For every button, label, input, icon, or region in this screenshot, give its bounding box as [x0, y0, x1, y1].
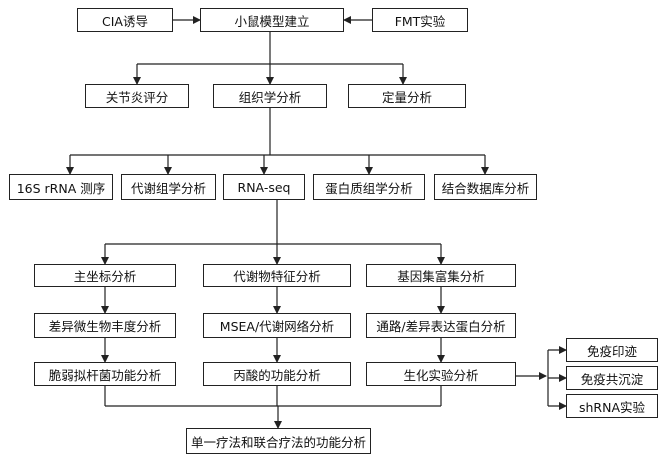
- node-msea-network: MSEA/代谢网络分析: [203, 313, 351, 338]
- node-final-therapy-analysis: 单一疗法和联合疗法的功能分析: [186, 428, 371, 454]
- node-pathway-protein: 通路/差异表达蛋白分析: [366, 313, 516, 338]
- node-western-blot: 免疫印迹: [566, 338, 658, 362]
- node-rna-seq: RNA-seq: [223, 174, 305, 200]
- node-histology: 组织学分析: [213, 84, 327, 108]
- node-quantitative: 定量分析: [348, 84, 466, 108]
- node-metabolomics: 代谢组学分析: [121, 174, 216, 200]
- node-16s-sequencing: 16S rRNA 测序: [9, 174, 113, 200]
- node-shrna-experiment: shRNA实验: [566, 394, 658, 418]
- node-cia-induction: CIA诱导: [77, 8, 173, 32]
- node-proteomics: 蛋白质组学分析: [313, 174, 425, 200]
- node-combined-database: 结合数据库分析: [434, 174, 537, 200]
- node-propionate-function: 丙酸的功能分析: [203, 362, 351, 386]
- node-metabolite-features: 代谢物特征分析: [203, 264, 351, 287]
- node-bacteroides-function: 脆弱拟杆菌功能分析: [34, 362, 176, 386]
- node-mouse-model: 小鼠模型建立: [200, 8, 344, 32]
- node-differential-abundance: 差异微生物丰度分析: [34, 313, 176, 338]
- node-pcoa: 主坐标分析: [34, 264, 176, 287]
- node-co-ip: 免疫共沉淀: [566, 366, 658, 390]
- node-fmt-experiment: FMT实验: [372, 8, 468, 32]
- node-gsea: 基因集富集分析: [366, 264, 516, 287]
- node-arthritis-score: 关节炎评分: [85, 84, 189, 108]
- node-biochemical-experiment: 生化实验分析: [366, 362, 516, 386]
